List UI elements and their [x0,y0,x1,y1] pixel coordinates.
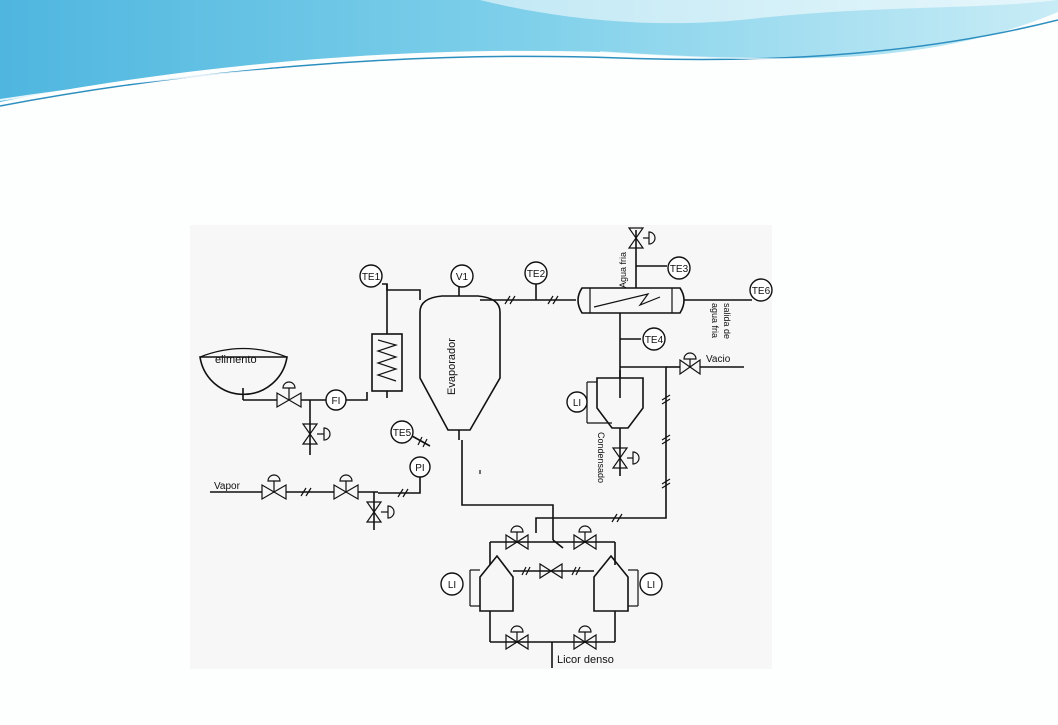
vacuum-valve [679,352,701,376]
product-valve-bottom-right [573,625,597,651]
cooling-water-inlet-label: Agua fria [618,252,628,288]
svg-text:PI: PI [415,463,424,474]
svg-text:TE5: TE5 [393,428,412,439]
instrument-te4: TE4 [642,327,666,351]
steam-label: Vapor [214,481,241,492]
svg-text:LI: LI [647,580,655,591]
receiver-right [593,542,639,642]
instrument-li-right: LI [639,572,663,596]
feed-tank-label: elimento [215,354,257,366]
feed-tank: elimento [199,347,288,400]
instrument-v1: V1 [450,264,474,288]
drain-valve [301,423,331,445]
svg-text:TE1: TE1 [362,272,381,283]
svg-text:TE2: TE2 [527,269,546,280]
steam-valve-2 [333,474,359,501]
svg-text:V1: V1 [456,272,469,283]
instrument-te2: TE2 [524,261,548,285]
cooling-water-valve [627,227,656,249]
instrument-te1: TE1 [359,264,383,288]
process-diagram: elimento FI [190,225,773,669]
svg-text:LI: LI [448,580,456,591]
svg-text:TE3: TE3 [670,264,689,275]
instrument-te6: TE6 [749,278,773,302]
preheater [371,284,403,398]
evaporator: Evaporador [419,286,501,440]
receiver-left [469,542,514,642]
condensate-valve [611,447,640,469]
diagram-background [190,225,772,669]
product-valve-top-left [505,525,529,551]
evaporator-label: Evaporador [446,338,458,395]
svg-text:TE6: TE6 [752,286,771,297]
instrument-pi: PI [409,456,431,478]
instrument-fi: FI [325,389,347,411]
header-wave [0,0,1058,107]
product-valve-top-right [573,525,597,551]
crossover-valve [539,562,563,580]
instrument-li-condensate: LI [566,391,588,413]
product-valve-bottom-left [505,625,529,651]
thick-liquor-label: Licor denso [557,654,614,666]
cooling-water-outlet-label-1: salida de [722,303,732,339]
instrument-te5: TE5 [390,420,414,444]
instrument-li-left: LI [440,572,464,596]
svg-text:TE4: TE4 [645,335,664,346]
feed-valve [276,381,302,409]
cooling-water-outlet-label-2: agua fria [710,303,720,338]
condenser [577,287,685,314]
steam-valve-1 [261,474,287,501]
instrument-te3: TE3 [667,256,691,280]
condensate-label: Condensado [596,432,606,483]
svg-text:FI: FI [332,396,341,407]
vacuum-label: Vacio [706,354,731,365]
svg-text:LI: LI [573,398,581,409]
steam-bypass-valve [365,501,395,523]
